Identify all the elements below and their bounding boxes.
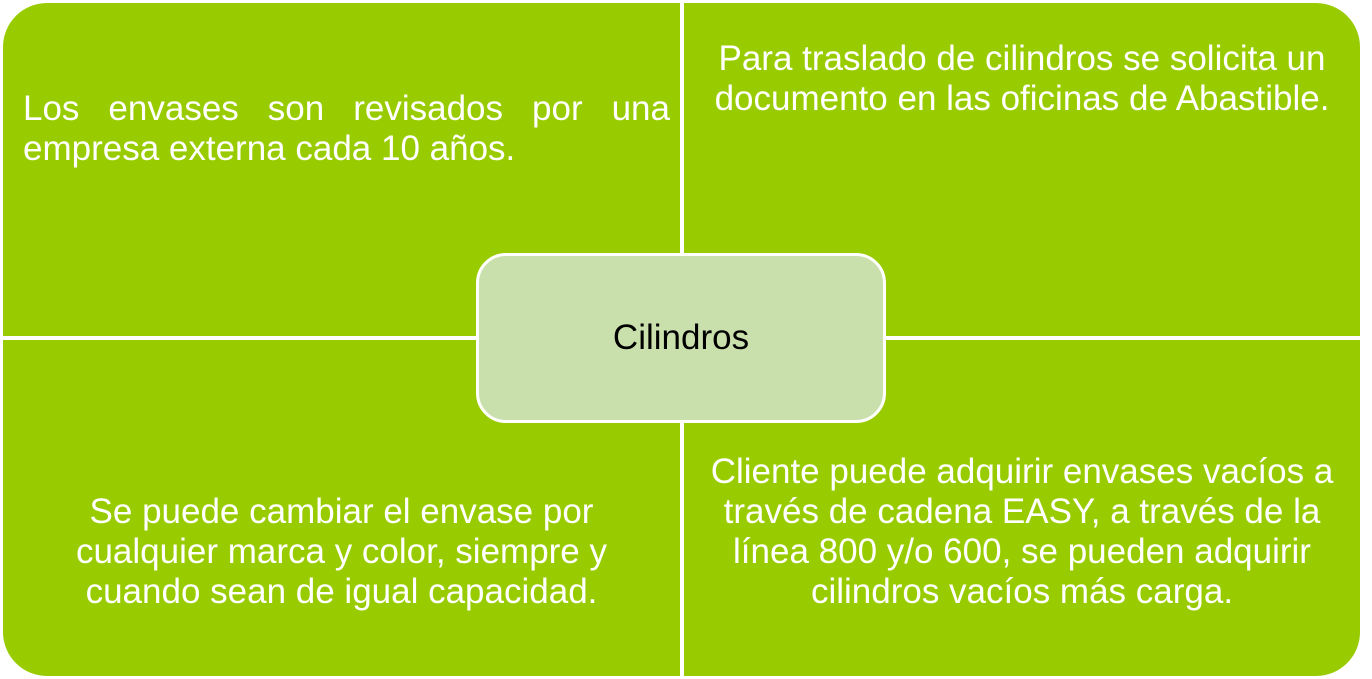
quadrant-top-left-text: Los envases son revisados por una empres…	[23, 89, 670, 168]
quadrant-top-right-text: Para traslado de cilindros se solicita u…	[714, 39, 1330, 118]
center-node-label: Cilindros	[612, 318, 750, 357]
center-node: Cilindros	[476, 253, 886, 423]
matrix-diagram: Los envases son revisados por una empres…	[3, 3, 1360, 676]
quadrant-bottom-right-text: Cliente puede adquirir envases vacíos a …	[710, 452, 1334, 611]
quadrant-bottom-left-text: Se puede cambiar el envase por cualquier…	[75, 492, 608, 611]
